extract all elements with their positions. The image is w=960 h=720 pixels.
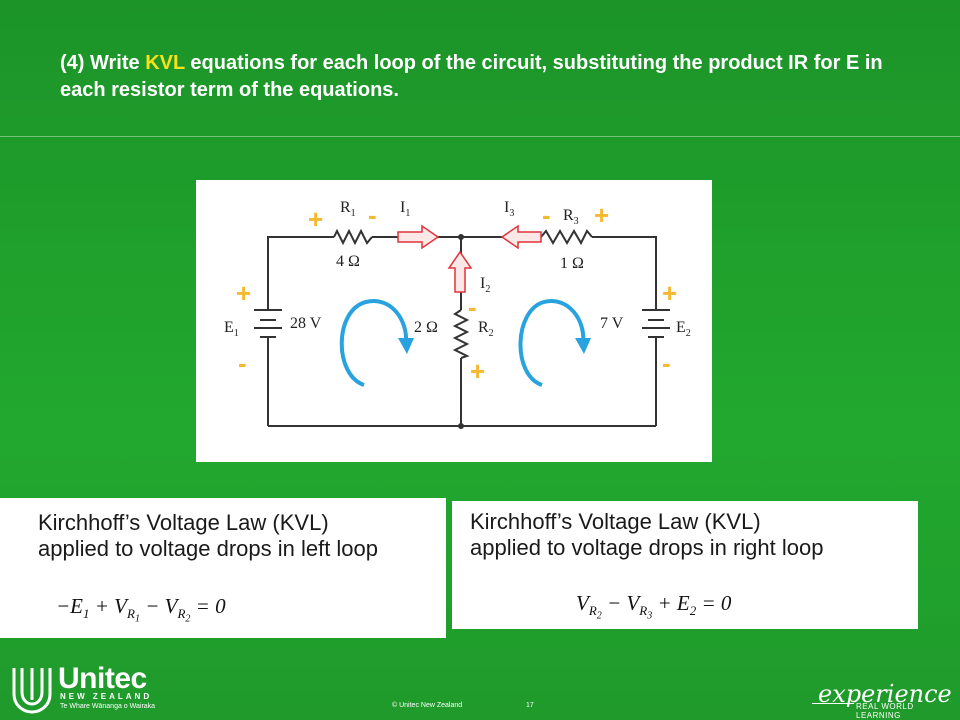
label-i1: I1: [400, 199, 410, 219]
logo-wordmark: Unitec: [58, 662, 147, 695]
polarity-r2-minus: -: [468, 292, 477, 322]
logo-subtitle: Te Whare Wānanga o Wairaka: [60, 703, 156, 710]
label-e2: E2: [676, 319, 691, 339]
right-loop-equation-box: Kirchhoff’s Voltage Law (KVL)applied to …: [452, 501, 918, 629]
label-i3: I3: [504, 199, 514, 219]
polarity-r2-plus: +: [470, 356, 485, 386]
label-r2: R2: [478, 319, 494, 339]
polarity-e1-minus: -: [238, 348, 247, 378]
polarity-r3-minus: -: [542, 200, 551, 230]
current-arrow-i1: [397, 224, 440, 250]
label-e1: E1: [224, 319, 239, 339]
polarity-r1-minus: -: [368, 200, 377, 230]
polarity-r3-plus: +: [594, 200, 609, 230]
polarity-r1-plus: +: [308, 204, 323, 234]
value-e1: 28 V: [290, 315, 322, 332]
slide-title: (4) Write KVL equations for each loop of…: [60, 52, 883, 101]
resistor-r2: [452, 309, 470, 359]
right-loop-arrow-icon: [518, 299, 586, 387]
junction-bottom: [458, 423, 464, 429]
left-loop-equation-box: Kirchhoff’s Voltage Law (KVL)applied to …: [0, 498, 446, 638]
left-loop-arrow-icon: [339, 299, 409, 387]
label-i2: I2: [480, 275, 490, 295]
left-loop-heading: Kirchhoff’s Voltage Law (KVL)applied to …: [38, 510, 379, 561]
value-r3: 1 Ω: [560, 255, 584, 272]
current-arrow-i2: [447, 250, 473, 293]
resistor-r1: [333, 228, 373, 246]
label-r3: R3: [563, 207, 579, 227]
junction-top: [458, 234, 464, 240]
page-number: 17: [526, 702, 534, 709]
left-loop-equation-image: −E1 + VR1 − VR2 = 0: [56, 594, 226, 625]
brand-subtitle: REAL WORLD LEARNING: [856, 702, 914, 720]
current-arrow-i3: [500, 224, 542, 250]
value-e2: 7 V: [600, 315, 624, 332]
unitec-logo-icon: [12, 668, 52, 714]
polarity-e2-minus: -: [662, 348, 671, 378]
title-highlight: KVL: [145, 52, 185, 74]
resistor-r3: [540, 229, 593, 246]
title-divider: [0, 136, 960, 137]
label-r1: R1: [340, 199, 356, 219]
value-r2: 2 Ω: [414, 319, 438, 336]
value-r1: 4 Ω: [336, 253, 360, 270]
right-loop-equation-image: VR2 − VR3 + E2 = 0: [576, 591, 732, 622]
logo-country: NEW ZEALAND: [60, 692, 153, 701]
circuit-diagram: R1 4 Ω I1 I3 R3 1 Ω I2 R2 2 Ω E1 28 V E2…: [196, 180, 712, 462]
brand-divider: [812, 703, 854, 704]
footer-copyright: © Unitec New Zealand: [392, 702, 463, 709]
polarity-e2-plus: +: [662, 278, 677, 308]
right-loop-heading: Kirchhoff’s Voltage Law (KVL)applied to …: [470, 509, 824, 560]
battery-e1: [254, 309, 282, 338]
battery-e2: [642, 309, 670, 338]
polarity-e1-plus: +: [236, 278, 251, 308]
